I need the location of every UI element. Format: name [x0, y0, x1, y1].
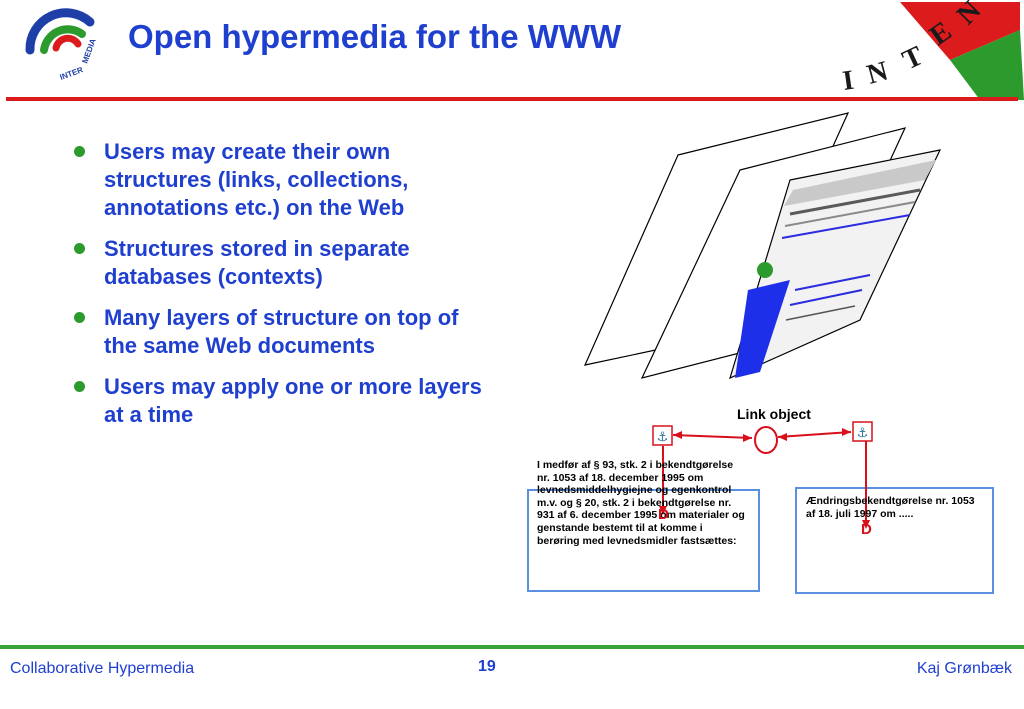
link-arrows: [662, 431, 867, 522]
bullet-item: Many layers of structure on top of the s…: [72, 304, 482, 360]
svg-text:⚓: ⚓: [657, 430, 669, 445]
bullet-text: Many layers of structure on top of the s…: [104, 305, 459, 358]
svg-text:MEDIA: MEDIA: [80, 37, 97, 65]
document-box-left: [527, 489, 760, 592]
bullet-item: Structures stored in separate databases …: [72, 235, 482, 291]
page-number: 19: [478, 658, 496, 675]
layers-diagram: ⚓ ⚓: [527, 112, 994, 594]
bullet-list: Users may create their own structures (l…: [72, 138, 482, 442]
svg-text:N: N: [864, 56, 892, 91]
bullet-text: Users may create their own structures (l…: [104, 139, 409, 220]
endpoint-label-right: D: [861, 521, 872, 538]
endpoint-label-left: D: [658, 506, 669, 523]
bullet-dot: [74, 243, 85, 254]
bullet-dot: [74, 381, 85, 392]
svg-text:I: I: [841, 65, 856, 97]
bullet-text: Users may apply one or more layers at a …: [104, 374, 482, 427]
intermedia-logo: [25, 8, 95, 61]
title-divider: [6, 97, 1018, 101]
bullet-dot: [74, 146, 85, 157]
bullet-dot: [74, 312, 85, 323]
document-box-right: [795, 487, 994, 594]
arrow-heads: [659, 428, 870, 529]
link-object-label: Link object: [737, 406, 811, 422]
anchor-icon: ⚓: [852, 421, 873, 442]
bullet-text: Structures stored in separate databases …: [104, 236, 410, 289]
document-text-right: Ændringsbekendtgørelse nr. 1053 af 18. j…: [806, 495, 975, 520]
svg-text:⚓: ⚓: [857, 426, 869, 441]
link-object: [754, 426, 778, 454]
anchor-icon: ⚓: [652, 425, 673, 446]
document-text-left: I medfør af § 93, stk. 2 i bekendtgørels…: [537, 459, 745, 547]
svg-text:INTER: INTER: [59, 65, 85, 82]
intermedia-logo-right: I N T E N: [841, 0, 1024, 100]
web-document-layer: [729, 149, 942, 380]
bullet-item: Users may create their own structures (l…: [72, 138, 482, 222]
logo-left-lettering: INTER MEDIA: [59, 37, 98, 82]
footer-divider: [0, 645, 1024, 649]
page-title: Open hypermedia for the WWW: [128, 18, 622, 55]
bullet-item: Users may apply one or more layers at a …: [72, 373, 482, 429]
footer-course: Collaborative Hypermedia: [10, 660, 195, 677]
svg-text:T: T: [898, 40, 928, 76]
footer-author: Kaj Grønbæk: [916, 660, 1012, 677]
